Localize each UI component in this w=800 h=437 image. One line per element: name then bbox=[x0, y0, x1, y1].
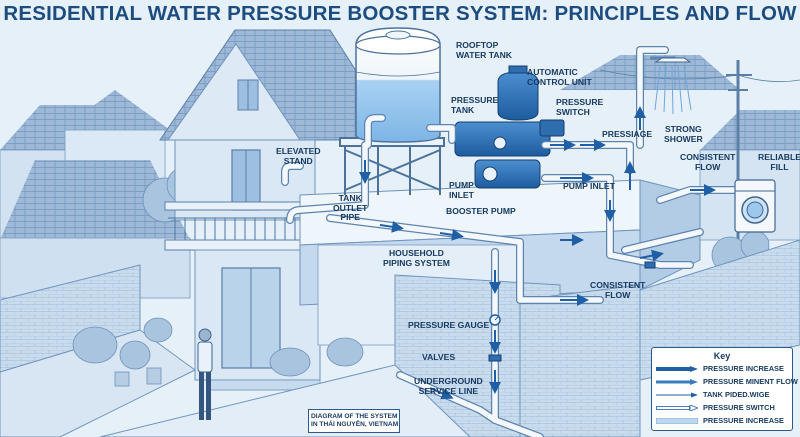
label-reliable-fill: RELIABLE FILL bbox=[758, 152, 800, 172]
label-booster-pump: BOOSTER PUMP bbox=[446, 206, 516, 216]
legend-item: TANK PIDED.WIGE bbox=[656, 389, 792, 401]
legend-box: Key PRESSURE INCREASE PRESSURE MINENT FL… bbox=[651, 347, 798, 431]
flow-arrows bbox=[359, 106, 716, 400]
label-consistent-flow-mid: CONSISTENT FLOW bbox=[590, 280, 646, 300]
rooftop-water-tank bbox=[355, 27, 441, 143]
label-automatic-control: AUTOMATIC CONTROL UNIT bbox=[527, 67, 592, 87]
label-valves: VALVES bbox=[422, 352, 456, 362]
legend-swatch-arrow-outline bbox=[656, 405, 698, 411]
page-title: RESIDENTIAL WATER PRESSURE BOOSTER SYSTE… bbox=[3, 2, 797, 25]
location-caption: DIAGRAM OF THE SYSTEM IN THÁI NGUYÊN, VI… bbox=[308, 409, 400, 433]
label-elevated-stand: ELEVATED STAND bbox=[276, 146, 321, 166]
garden-plants bbox=[72, 317, 364, 387]
legend-label: PRESSURE SWITCH bbox=[703, 403, 775, 412]
shower-icon bbox=[650, 56, 692, 115]
legend-swatch-box-light bbox=[656, 418, 698, 424]
valves bbox=[488, 261, 656, 362]
legend-item: PRESSURE INCREASE bbox=[656, 363, 792, 375]
legend-label: TANK PIDED.WIGE bbox=[703, 390, 770, 399]
label-pressiage: PRESSIAGE bbox=[602, 129, 653, 139]
label-household-piping: HOUSEHOLD PIPING SYSTEM bbox=[383, 248, 450, 268]
label-strong-shower: STRONG SHOWER bbox=[664, 124, 703, 144]
legend-swatch-arrow-mid bbox=[656, 379, 698, 385]
legend-item: PRESSURE MINENT FLOW bbox=[656, 376, 798, 388]
label-pressure-tank: PRESSURE TANK bbox=[451, 95, 499, 115]
person-icon bbox=[197, 328, 213, 420]
label-pressure-switch: PRESSURE SWITCH bbox=[556, 97, 604, 117]
label-pressure-gauge: PRESSURE GAUGE bbox=[408, 320, 490, 330]
legend-label: PRESSURE INCREASE bbox=[703, 364, 784, 373]
main-house bbox=[159, 29, 401, 391]
legend-title: Key bbox=[713, 351, 731, 361]
legend-label: PRESSURE MINENT FLOW bbox=[703, 377, 798, 386]
label-consistent-flow-top: CONSISTENT FLOW bbox=[680, 152, 736, 172]
pressure-gauge bbox=[489, 314, 501, 326]
legend-item: PRESSURE SWITCH bbox=[656, 402, 792, 414]
washing-machine-icon bbox=[734, 179, 776, 233]
label-rooftop-tank: ROOFTOP WATER TANK bbox=[456, 40, 513, 60]
legend-swatch-arrow-dark bbox=[656, 366, 698, 372]
legend-item: PRESSURE INCREASE bbox=[656, 415, 792, 427]
label-tank-outlet-pipe: TANK OUTLET PIPE bbox=[333, 193, 368, 222]
legend-swatch-arrow-thin bbox=[656, 392, 698, 398]
pump-icon bbox=[454, 119, 565, 189]
label-pump-inlet-right: PUMP INLET bbox=[563, 181, 615, 191]
legend-label: PRESSURE INCREASE bbox=[703, 416, 784, 425]
label-pump-inlet-left: PUMP INLET bbox=[449, 180, 474, 200]
pressure-tank-icon bbox=[497, 65, 539, 121]
label-underground-line: UNDERGROUND SERVICE LINE bbox=[414, 376, 483, 396]
